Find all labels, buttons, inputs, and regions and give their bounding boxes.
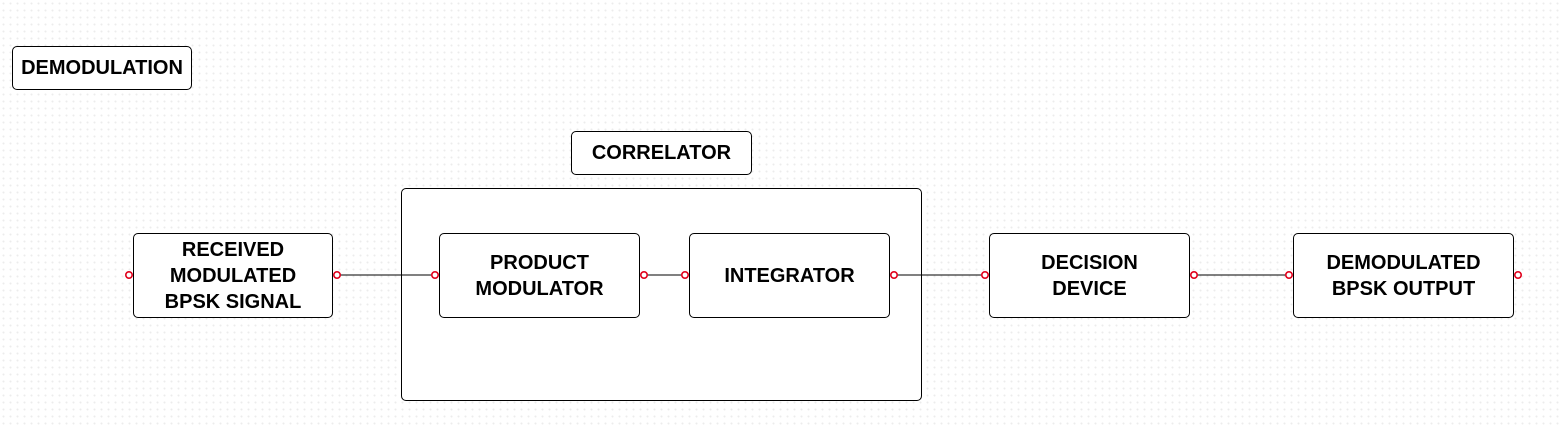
port-output-out (1514, 270, 1523, 279)
product-modulator-block: PRODUCT MODULATOR (439, 233, 640, 318)
integrator-block: INTEGRATOR (689, 233, 890, 318)
port-received-out (332, 270, 341, 279)
port-decision-out (1190, 270, 1199, 279)
demodulated-output-block: DEMODULATED BPSK OUTPUT (1293, 233, 1514, 318)
correlator-label: CORRELATOR (571, 131, 752, 175)
diagram-title: DEMODULATION (12, 46, 192, 90)
port-received-in (125, 270, 134, 279)
port-decision-in (980, 270, 989, 279)
received-signal-block: RECEIVED MODULATED BPSK SIGNAL (133, 233, 333, 318)
port-output-in (1285, 270, 1294, 279)
decision-device-block: DECISION DEVICE (989, 233, 1190, 318)
